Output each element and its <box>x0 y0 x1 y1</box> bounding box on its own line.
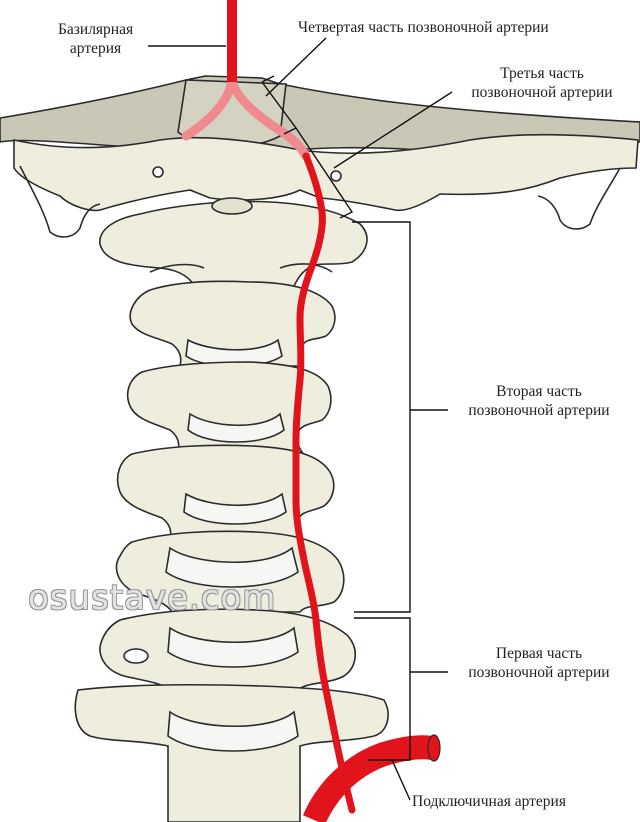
third-label-line2: позвоночной артерии <box>471 84 613 101</box>
first-label-line1: Первая часть <box>495 645 583 662</box>
c5-disc <box>183 492 287 525</box>
second-part-bracket <box>352 221 411 613</box>
atlas-right-wing <box>537 167 621 230</box>
atlas-foramen-right <box>330 170 342 182</box>
c6-disc <box>165 546 299 588</box>
vertebra-t1 <box>74 684 389 822</box>
second-label-line2: позвоночной артерии <box>468 402 610 419</box>
leader-lines <box>148 37 453 801</box>
first-label-line2: позвоночной артерии <box>468 664 610 681</box>
axis-c2 <box>99 197 368 291</box>
t1-body <box>74 684 389 822</box>
basilar-label-line1: Базилярная <box>58 21 134 38</box>
fourth-part-label: Четвертая часть позвоночной артерии <box>298 19 549 36</box>
atlas-foramen-left <box>152 166 164 178</box>
vertebra-c6 <box>115 530 345 613</box>
atlas-left-wing <box>19 165 101 238</box>
axis-dens <box>211 197 253 215</box>
first-part-bracket <box>354 617 411 761</box>
third-label-line1: Третья часть <box>500 65 584 82</box>
site-watermark: osustave.com <box>28 578 277 618</box>
third-part-bracket <box>261 75 354 219</box>
subclavian-artery-end <box>427 734 441 762</box>
basilar-artery-label: Базилярная артерия <box>58 20 133 58</box>
vertebra-c3 <box>129 280 336 368</box>
subclavian-artery <box>302 735 434 822</box>
third-part-leader <box>333 91 453 169</box>
subclavian-leader <box>391 759 411 801</box>
fourth-part-leader <box>265 37 327 97</box>
c7-disc <box>167 626 299 668</box>
vertebra-c5 <box>116 444 335 541</box>
vertebra-c4 <box>126 361 332 453</box>
vertebra-c7 <box>99 608 356 691</box>
basilar-label-line2: артерия <box>69 40 122 57</box>
subclavian-artery-label: Подключичная артерия <box>412 793 566 810</box>
vertebral-artery-fourth-part <box>181 77 311 161</box>
second-label-line1: Вторая часть <box>496 383 582 400</box>
c7-foramen-left <box>123 648 149 664</box>
vertebral-artery <box>292 152 356 814</box>
first-part-label: Первая часть позвоночной артерии <box>446 644 632 682</box>
t1-disc <box>167 710 299 752</box>
second-part-label: Вторая часть позвоночной артерии <box>446 382 632 420</box>
c4-disc <box>187 412 285 443</box>
axis-upper-facets <box>149 263 333 273</box>
third-part-label: Третья часть позвоночной артерии <box>456 64 628 102</box>
